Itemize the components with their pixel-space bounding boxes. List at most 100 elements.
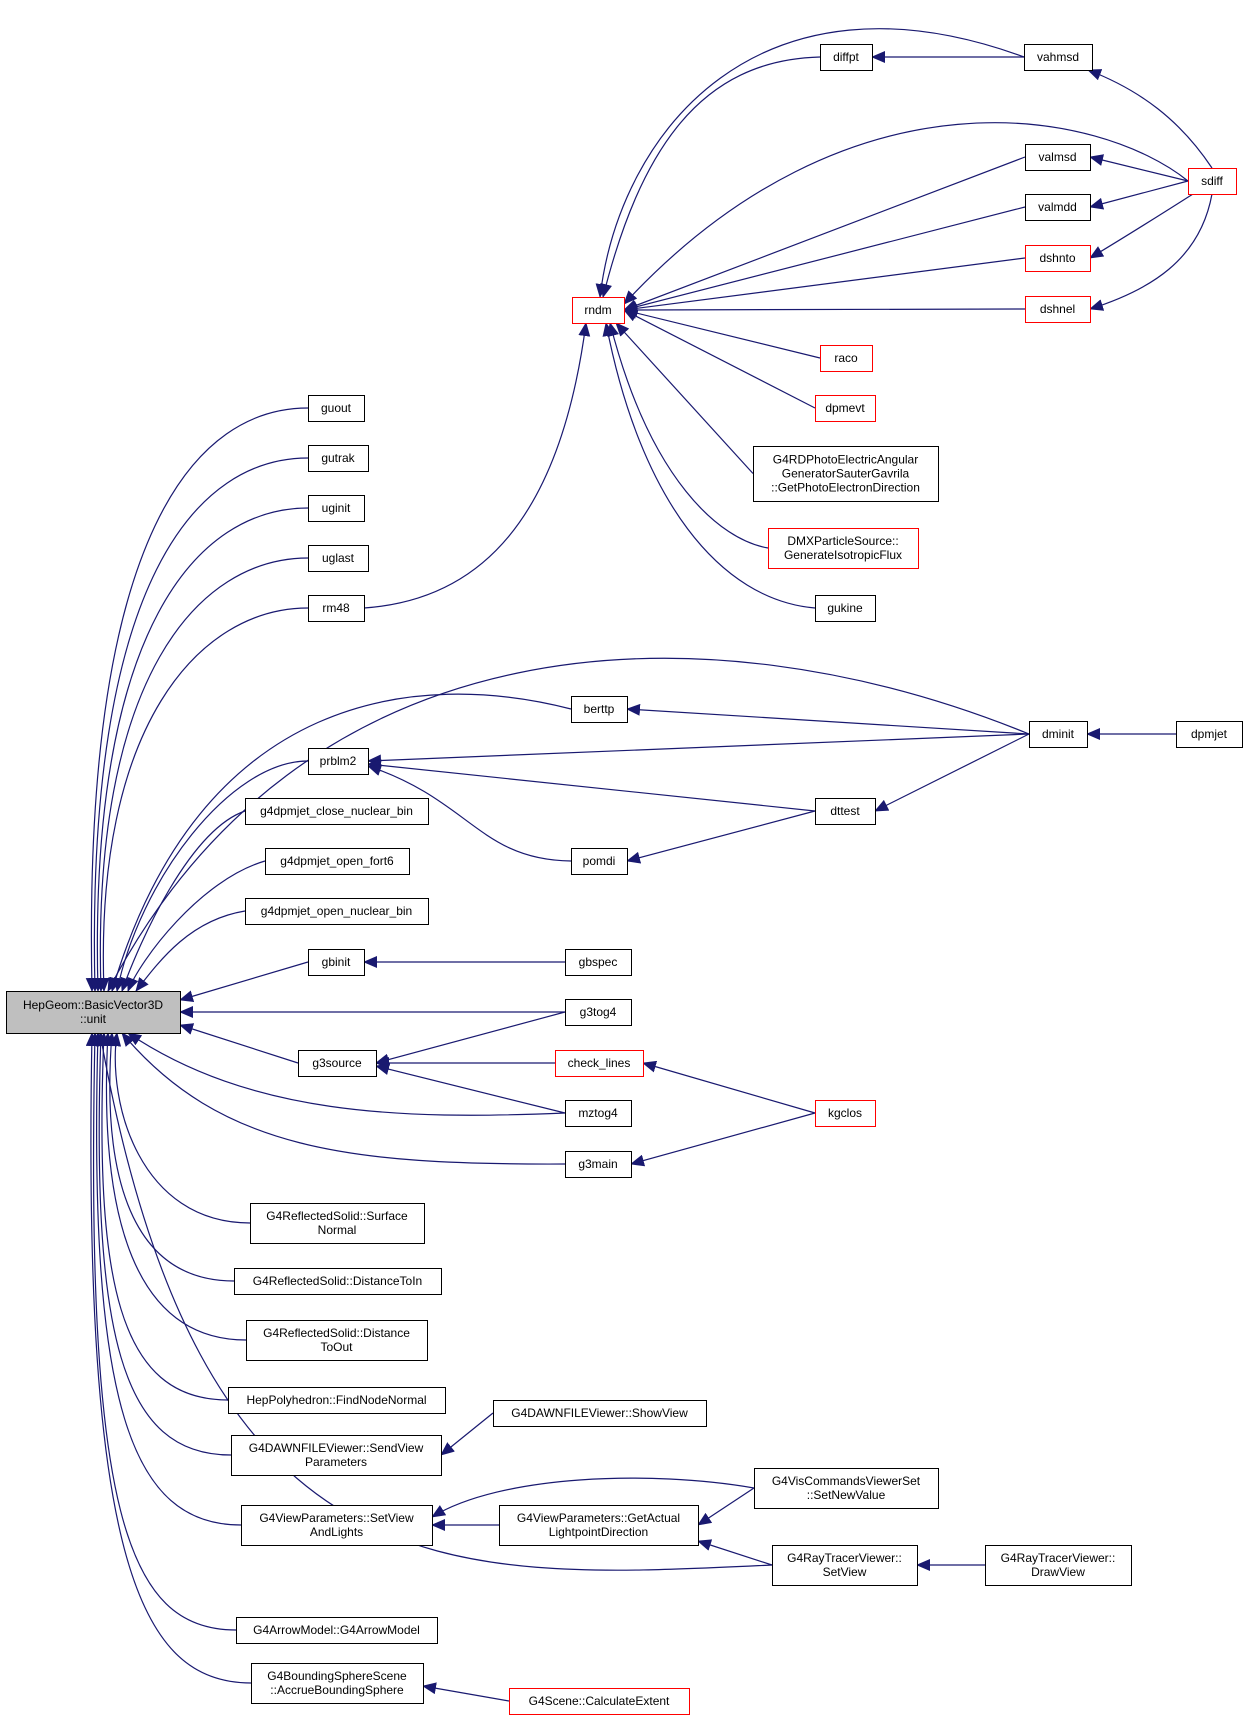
node-label: gbinit [322, 955, 351, 969]
node-g4rd[interactable]: G4RDPhotoElectricAngularGeneratorSauterG… [753, 446, 939, 502]
node-label: LightpointDirection [549, 1525, 648, 1539]
node-gukine[interactable]: gukine [815, 595, 876, 622]
node-box [308, 949, 365, 976]
node-uglast[interactable]: uglast [308, 545, 369, 572]
edge-gbinit-to-root [179, 961, 309, 1003]
node-label: DrawView [1031, 1565, 1085, 1579]
node-raco[interactable]: raco [820, 345, 873, 372]
node-diffpt[interactable]: diffpt [820, 44, 873, 71]
node-label: gukine [827, 601, 863, 615]
node-getactual[interactable]: G4ViewParameters::GetActualLightpointDir… [499, 1505, 699, 1546]
node-dminit[interactable]: dminit [1029, 721, 1088, 748]
node-findnode[interactable]: HepPolyhedron::FindNodeNormal [228, 1387, 446, 1414]
node-box [772, 1545, 918, 1586]
node-sdiff[interactable]: sdiff [1188, 168, 1237, 195]
node-dpmevt[interactable]: dpmevt [815, 395, 876, 422]
node-distin[interactable]: G4ReflectedSolid::DistanceToIn [234, 1268, 442, 1295]
node-arrow[interactable]: G4ArrowModel::G4ArrowModel [236, 1617, 438, 1644]
node-label: g4dpmjet_open_nuclear_bin [261, 904, 412, 918]
node-label: G4ReflectedSolid::DistanceToIn [253, 1274, 422, 1288]
node-gutrak[interactable]: gutrak [308, 445, 369, 472]
node-uginit[interactable]: uginit [308, 495, 365, 522]
node-rndm[interactable]: rndm [572, 297, 625, 324]
node-prblm2[interactable]: prblm2 [308, 748, 369, 775]
node-label: sdiff [1201, 174, 1223, 188]
node-dpmjet[interactable]: dpmjet [1176, 721, 1243, 748]
node-box [499, 1505, 699, 1546]
node-raytracer[interactable]: G4RayTracerViewer::SetView [772, 1545, 918, 1586]
node-label: G4RayTracerViewer:: [787, 1551, 902, 1565]
edge-sendview-to-root [94, 1032, 232, 1456]
node-valmsd[interactable]: valmsd [1025, 144, 1091, 171]
edge-viscmd-to-getactual [697, 1487, 755, 1526]
node-rm48[interactable]: rm48 [308, 595, 365, 622]
node-close[interactable]: g4dpmjet_close_nuclear_bin [245, 798, 429, 825]
node-label: dminit [1042, 727, 1075, 741]
node-label: check_lines [568, 1056, 631, 1070]
node-box [308, 748, 369, 775]
node-label: G4DAWNFILEViewer::ShowView [511, 1406, 688, 1420]
edge-g3main-to-root [121, 1032, 566, 1165]
node-dshnto[interactable]: dshnto [1025, 245, 1091, 272]
node-label: G4ReflectedSolid::Distance [263, 1326, 410, 1340]
node-viscmd[interactable]: G4VisCommandsViewerSet::SetNewValue [754, 1468, 939, 1509]
node-box [308, 445, 369, 472]
edge-dminit-to-root [107, 657, 1030, 992]
node-berttp[interactable]: berttp [571, 696, 628, 723]
node-root[interactable]: HepGeom::BasicVector3D::unit [6, 991, 181, 1034]
node-kgclos[interactable]: kgclos [815, 1100, 876, 1127]
node-drawview[interactable]: G4RayTracerViewer::DrawView [985, 1545, 1132, 1586]
node-checklines[interactable]: check_lines [555, 1050, 644, 1077]
node-label: G4RDPhotoElectricAngular [773, 453, 918, 467]
node-pomdi[interactable]: pomdi [571, 848, 628, 875]
node-label: dpmjet [1191, 727, 1228, 741]
node-valmdd[interactable]: valmdd [1025, 194, 1091, 221]
node-dmx[interactable]: DMXParticleSource::GenerateIsotropicFlux [768, 528, 919, 569]
node-box [572, 297, 625, 324]
node-g3main[interactable]: g3main [565, 1151, 632, 1178]
node-guout[interactable]: guout [308, 395, 365, 422]
edge-dmx-to-rndm [607, 322, 769, 549]
node-box [246, 1320, 428, 1361]
node-label: diffpt [833, 50, 859, 64]
node-label: vahmsd [1037, 50, 1079, 64]
edge-surf-to-root [109, 1032, 251, 1224]
node-box [565, 1151, 632, 1178]
node-showview[interactable]: G4DAWNFILEViewer::ShowView [493, 1400, 707, 1427]
node-label: g3main [578, 1157, 617, 1171]
node-box [308, 545, 369, 572]
edge-sdiff-to-dshnto [1089, 193, 1194, 259]
node-gbinit[interactable]: gbinit [308, 949, 365, 976]
node-dttest[interactable]: dttest [815, 798, 876, 825]
node-label: GenerateIsotropicFlux [784, 548, 902, 562]
edge-mztog4-to-root [127, 1032, 566, 1116]
edge-bsphere-to-root [85, 1032, 252, 1684]
node-box [565, 999, 632, 1026]
edge-raco-to-rndm [623, 307, 821, 359]
node-box [265, 848, 410, 875]
node-label: G4VisCommandsViewerSet [772, 1474, 921, 1488]
node-fort6[interactable]: g4dpmjet_open_fort6 [265, 848, 410, 875]
node-label: dpmevt [825, 401, 865, 415]
node-opennuc[interactable]: g4dpmjet_open_nuclear_bin [245, 898, 429, 925]
node-calcext[interactable]: G4Scene::CalculateExtent [509, 1688, 690, 1715]
node-box [555, 1050, 644, 1077]
node-vahmsd[interactable]: vahmsd [1024, 44, 1093, 71]
edge-raytracer-to-getactual [697, 1539, 773, 1566]
edge-sdiff-to-dshnel [1089, 193, 1213, 311]
node-dshnel[interactable]: dshnel [1025, 296, 1091, 323]
node-mztog4[interactable]: mztog4 [565, 1100, 632, 1127]
node-gbspec[interactable]: gbspec [565, 949, 632, 976]
node-g3tog4[interactable]: g3tog4 [565, 999, 632, 1026]
node-g3source[interactable]: g3source [298, 1050, 377, 1077]
edge-rm48-to-rndm [363, 322, 591, 609]
edge-sdiff-to-rndm [623, 122, 1189, 305]
node-label: uginit [322, 501, 351, 515]
node-bsphere[interactable]: G4BoundingSphereScene::AccrueBoundingSph… [251, 1663, 424, 1704]
node-box [1188, 168, 1237, 195]
edge-distin-to-root [105, 1032, 235, 1282]
